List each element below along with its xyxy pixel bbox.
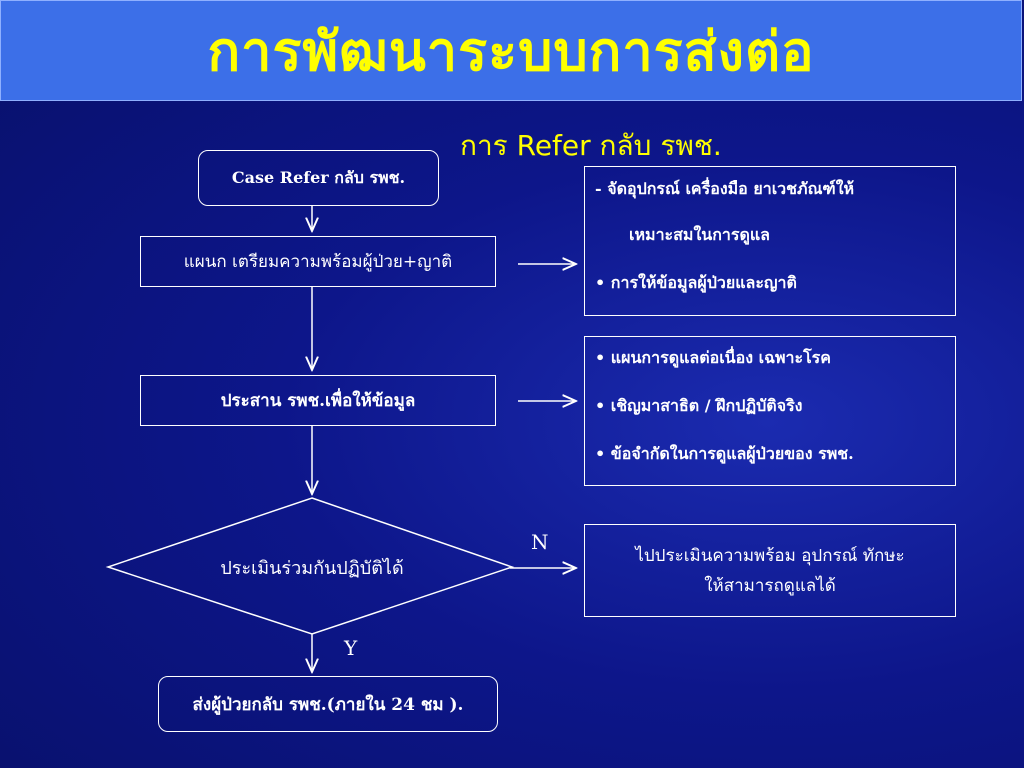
no-branch-note-box: ไปประเมินความพร้อม อุปกรณ์ ทักษะ ให้สามา… (584, 524, 956, 617)
step1-note-line-2: เหมาะสมในการดูแล (629, 225, 770, 244)
flow-no-label: N (531, 530, 549, 554)
no-note-line-1: ไปประเมินความพร้อม อุปกรณ์ ทักษะ (635, 545, 905, 566)
flow-step1-box: แผนก เตรียมความพร้อมผู้ป่วย+ญาติ (140, 236, 496, 287)
slide-title: การพัฒนาระบบการส่งต่อ (207, 19, 815, 83)
flow-end-label: ส่งผู้ป่วยกลับ รพช.(ภายใน 24 ชม ). (192, 694, 464, 715)
flow-start-box: Case Refer กลับ รพช. (198, 150, 439, 206)
title-bar: การพัฒนาระบบการส่งต่อ (0, 0, 1022, 101)
flow-step2-box: ประสาน รพช.เพื่อให้ข้อมูล (140, 375, 496, 426)
step1-note-box: - จัดอุปกรณ์ เครื่องมือ ยาเวชภัณฑ์ให้ เห… (584, 166, 956, 316)
flow-decision-label: ประเมินร่วมกันปฏิบัติได้ (220, 558, 404, 579)
flow-step1-label: แผนก เตรียมความพร้อมผู้ป่วย+ญาติ (183, 252, 453, 272)
decision-diamond (105, 497, 515, 635)
flow-start-label: Case Refer กลับ รพช. (231, 167, 406, 187)
flow-step2-label: ประสาน รพช.เพื่อให้ข้อมูล (220, 391, 416, 411)
step1-note-line-1: - จัดอุปกรณ์ เครื่องมือ ยาเวชภัณฑ์ให้ (595, 179, 855, 198)
slide-subtitle: การ Refer กลับ รพช. (460, 129, 722, 162)
flow-yes-label: Y (344, 636, 358, 660)
step2-note-line-2: • เชิญมาสาธิต / ฝึกปฏิบัติจริง (595, 396, 803, 415)
no-note-line-2: ให้สามารถดูแลได้ (704, 575, 836, 596)
step2-note-line-3: • ข้อจำกัดในการดูแลผู้ป่วยของ รพช. (595, 444, 854, 463)
step2-note-line-1: • แผนการดูแลต่อเนื่อง เฉพาะโรค (595, 348, 831, 367)
step1-note-line-3: • การให้ข้อมูลผู้ป่วยและญาติ (595, 273, 797, 292)
flow-end-box: ส่งผู้ป่วยกลับ รพช.(ภายใน 24 ชม ). (158, 676, 498, 732)
step2-note-box: • แผนการดูแลต่อเนื่อง เฉพาะโรค • เชิญมาส… (584, 336, 956, 486)
